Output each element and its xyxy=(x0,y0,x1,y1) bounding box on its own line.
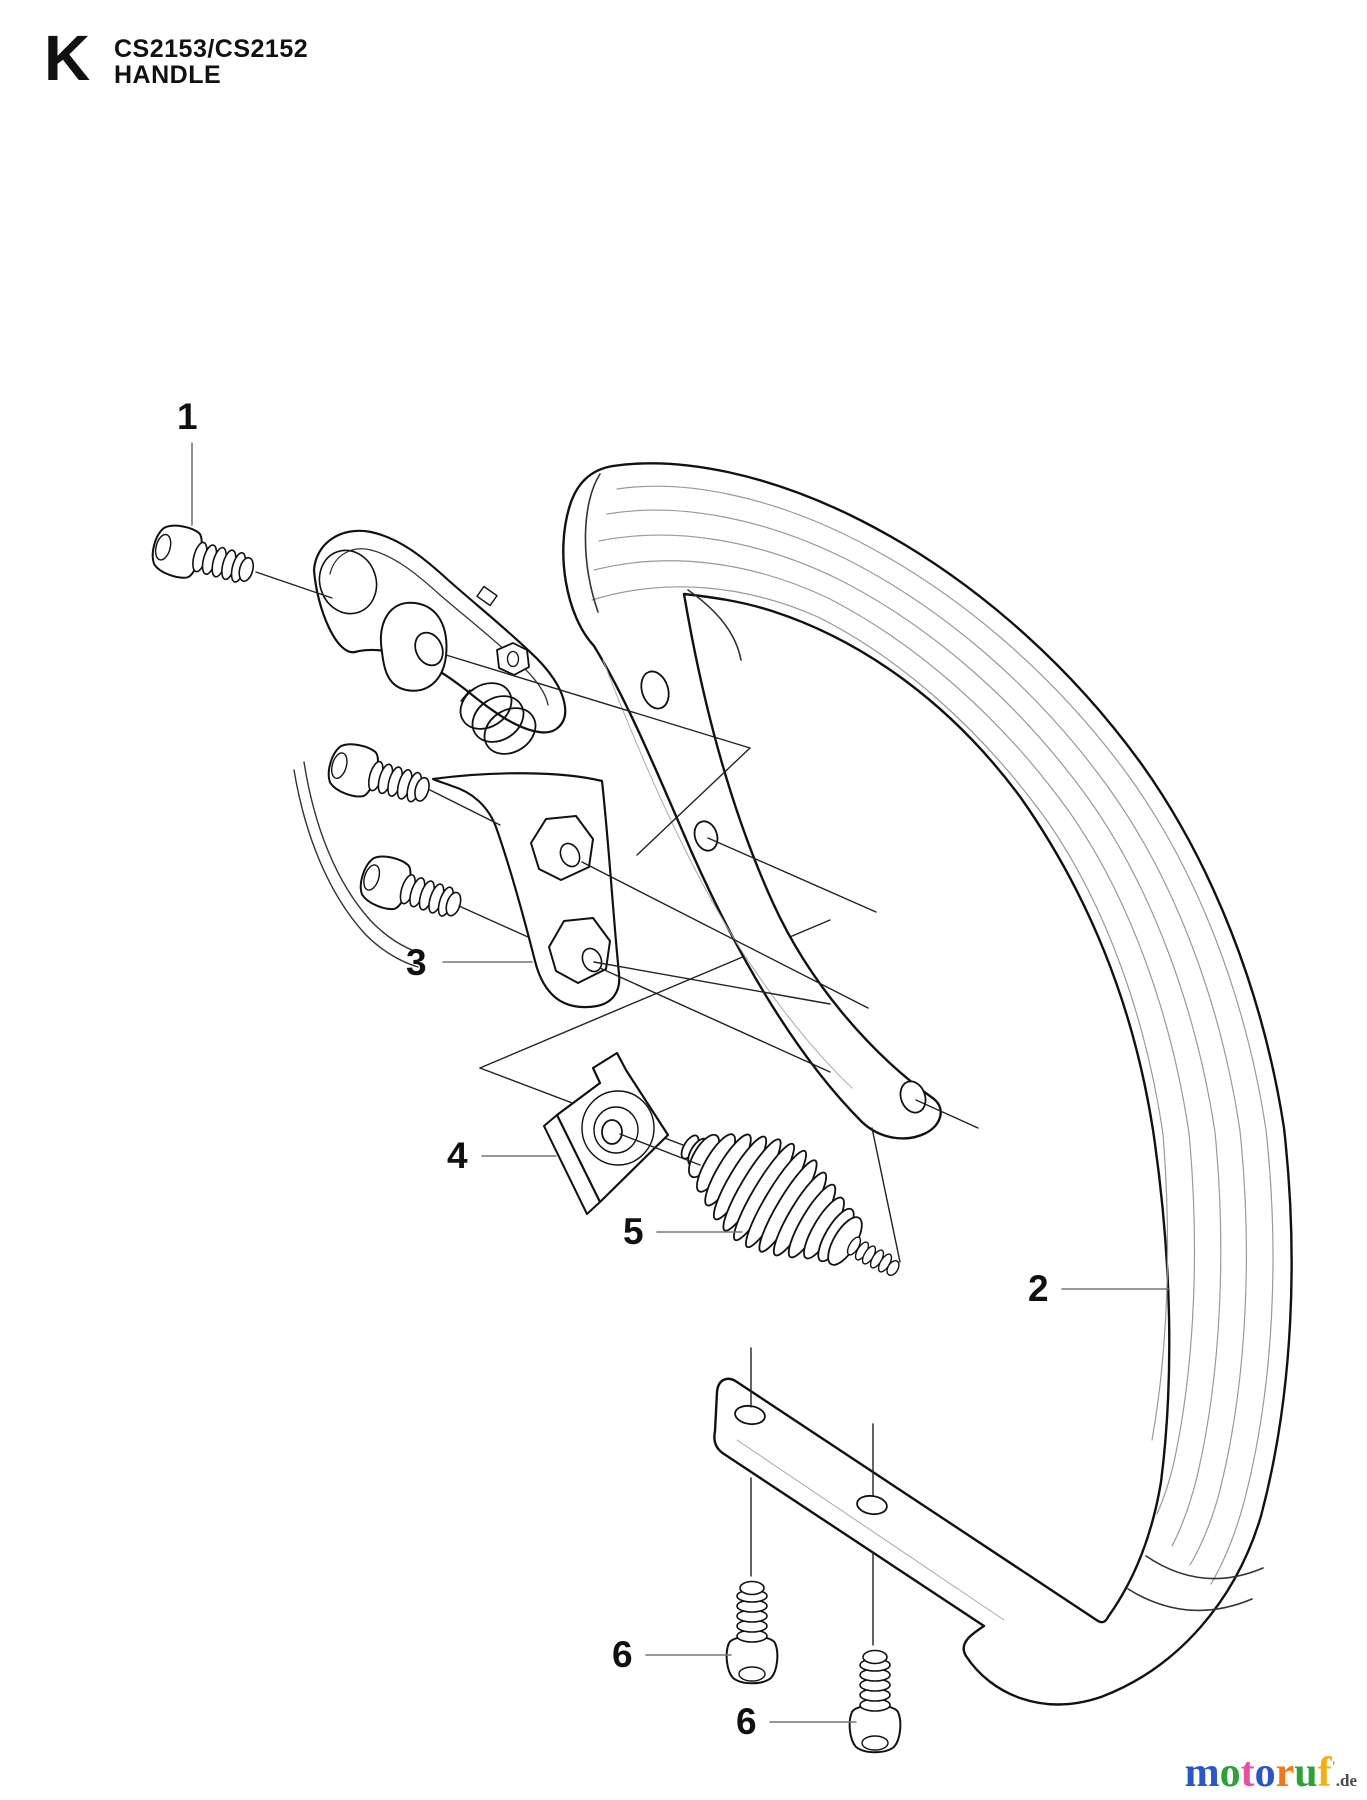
callout-2: 2 xyxy=(1028,1268,1049,1309)
callout-5: 5 xyxy=(623,1211,644,1252)
clamp-bracket-drawing xyxy=(293,529,621,1009)
callout-6b: 6 xyxy=(736,1701,757,1742)
motoruf-logo-word: motoruf xyxy=(1185,1750,1332,1796)
callout-1: 1 xyxy=(177,396,198,437)
logo-letter: o xyxy=(1254,1750,1276,1796)
logo-tick: ' xyxy=(1331,1759,1336,1775)
square-nut-drawing xyxy=(543,1051,670,1215)
tension-spring-drawing xyxy=(680,1133,900,1277)
model-number: CS2153/CS2152 xyxy=(114,35,309,63)
callout-4: 4 xyxy=(447,1135,468,1176)
screw-6b-drawing xyxy=(848,1649,902,1754)
section-letter: K xyxy=(44,22,91,94)
screw-3-drawing xyxy=(354,849,469,932)
logo-domain-suffix: .de xyxy=(1335,1771,1357,1790)
logo-letter: t xyxy=(1240,1750,1255,1796)
screw-1-drawing xyxy=(146,519,261,597)
logo-letter: m xyxy=(1184,1750,1220,1796)
handle-tube-drawing xyxy=(562,462,1293,1706)
callout-3: 3 xyxy=(406,942,427,983)
handle-mount-holes xyxy=(640,670,927,1516)
motoruf-watermark-link[interactable]: motoruf'.de xyxy=(1185,1752,1357,1794)
logo-letter: u xyxy=(1294,1750,1318,1796)
logo-letter: f xyxy=(1317,1750,1332,1796)
screw-2-drawing xyxy=(322,737,437,817)
alignment-lines-over xyxy=(255,571,979,1646)
header-block: CS2153/CS2152 HANDLE xyxy=(114,36,308,88)
callout-leader-lines xyxy=(191,442,1169,1723)
clamp-spring-drawing xyxy=(459,682,537,755)
spring-stud-drawing xyxy=(846,1236,900,1277)
screw-6a-drawing xyxy=(725,1580,779,1685)
grip-rib-lines xyxy=(591,485,1274,1585)
logo-letter: o xyxy=(1219,1750,1241,1796)
page-title: HANDLE xyxy=(114,61,222,89)
logo-letter: r xyxy=(1275,1750,1295,1796)
callout-6a: 6 xyxy=(612,1634,633,1675)
